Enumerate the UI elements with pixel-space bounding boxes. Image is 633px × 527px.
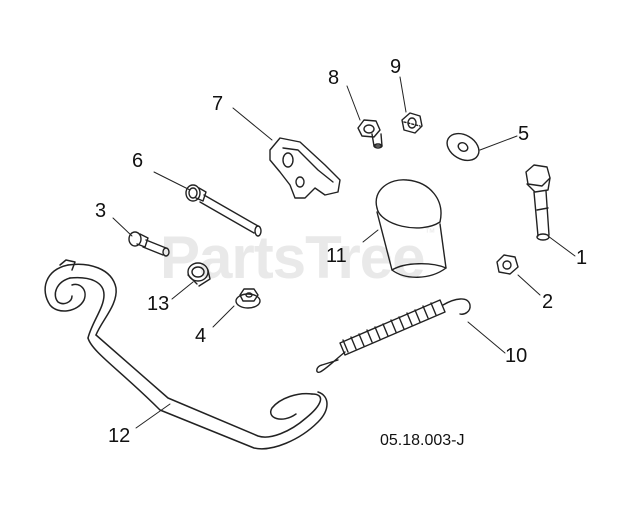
callout-4: 4 bbox=[195, 325, 207, 347]
callout-12: 12 bbox=[108, 425, 131, 447]
callout-9: 9 bbox=[390, 56, 402, 78]
callout-10: 10 bbox=[505, 345, 528, 367]
callout-3: 3 bbox=[95, 200, 107, 222]
callout-13: 13 bbox=[147, 293, 170, 315]
bolt-part-3 bbox=[128, 231, 170, 257]
callout-1: 1 bbox=[576, 247, 588, 269]
watermark-logo: PartsTree™ bbox=[160, 224, 436, 291]
lock-nut-part-9 bbox=[401, 112, 423, 134]
bushing-part-13 bbox=[187, 262, 211, 287]
bolt-part-6 bbox=[185, 184, 262, 237]
pivot-bracket-part-7 bbox=[269, 137, 341, 199]
hex-bolt-part-1 bbox=[525, 164, 551, 241]
callout-5: 5 bbox=[518, 123, 530, 145]
callout-8: 8 bbox=[328, 67, 340, 89]
washer-part-5 bbox=[446, 132, 480, 162]
flange-nut-part-4 bbox=[235, 288, 261, 309]
callout-11: 11 bbox=[326, 245, 347, 267]
flange-bolt-part-8 bbox=[357, 119, 383, 149]
spring-part-10 bbox=[316, 298, 471, 374]
hex-nut-part-2 bbox=[496, 254, 519, 275]
leader-lines bbox=[112, 76, 576, 429]
callout-6: 6 bbox=[132, 150, 144, 172]
callout-7: 7 bbox=[212, 93, 224, 115]
tube-handle-part-12 bbox=[44, 259, 328, 450]
diagram-number: 05.18.003-J bbox=[380, 432, 465, 449]
knob-part-11 bbox=[375, 179, 447, 278]
callout-2: 2 bbox=[542, 291, 554, 313]
